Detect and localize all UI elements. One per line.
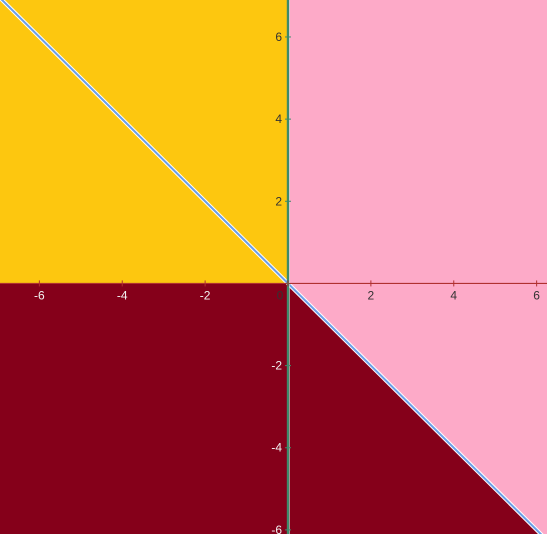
region-upper-right [288,0,547,284]
y-tick-label: 2 [275,194,282,208]
y-tick-label: 6 [275,30,282,44]
x-tick-label: 2 [368,288,375,302]
x-tick-label: -2 [200,288,211,302]
region-lower-left [0,283,288,534]
ticks: -6 -4 -2 0 2 4 6 -6 -4 -2 2 4 6 [34,30,540,534]
y-tick-label: -4 [271,441,282,455]
y-tick-label: -6 [271,523,282,534]
y-tick-label: -2 [271,359,282,373]
x-tick-label: -6 [34,288,45,302]
x-tick-label: 0 [277,288,284,302]
x-tick-label: 4 [450,288,457,302]
y-tick-label: 4 [275,112,282,126]
x-tick-label: -4 [117,288,128,302]
x-tick-label: 6 [533,288,540,302]
